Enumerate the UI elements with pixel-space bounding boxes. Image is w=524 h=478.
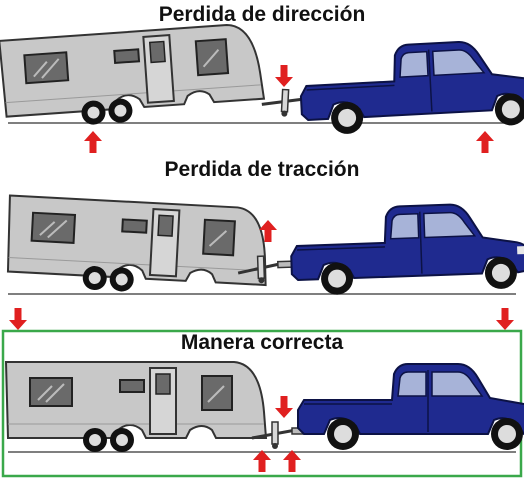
down-arrow-icon bbox=[275, 65, 293, 87]
down-arrow-icon bbox=[9, 308, 27, 330]
panel-title-correct: Manera correcta bbox=[180, 331, 344, 354]
panel-title-steering: Perdida de dirección bbox=[158, 3, 366, 26]
truck-3 bbox=[297, 363, 524, 451]
up-arrow-icon bbox=[476, 131, 494, 153]
scene-traction-loss bbox=[4, 194, 524, 330]
truck-1 bbox=[297, 36, 524, 138]
trailer-2 bbox=[4, 194, 271, 300]
panel-title-traction: Perdida de tracción bbox=[164, 158, 360, 181]
truck-2 bbox=[288, 200, 524, 298]
down-arrow-icon bbox=[275, 396, 293, 418]
up-arrow-icon bbox=[283, 450, 301, 472]
down-arrow-icon bbox=[496, 308, 514, 330]
scene-correct bbox=[5, 361, 524, 472]
trailer-1 bbox=[0, 21, 266, 132]
trailer-3 bbox=[5, 361, 267, 453]
up-arrow-icon bbox=[253, 450, 271, 472]
up-arrow-icon bbox=[84, 131, 102, 153]
scene-steering-loss bbox=[0, 21, 524, 153]
